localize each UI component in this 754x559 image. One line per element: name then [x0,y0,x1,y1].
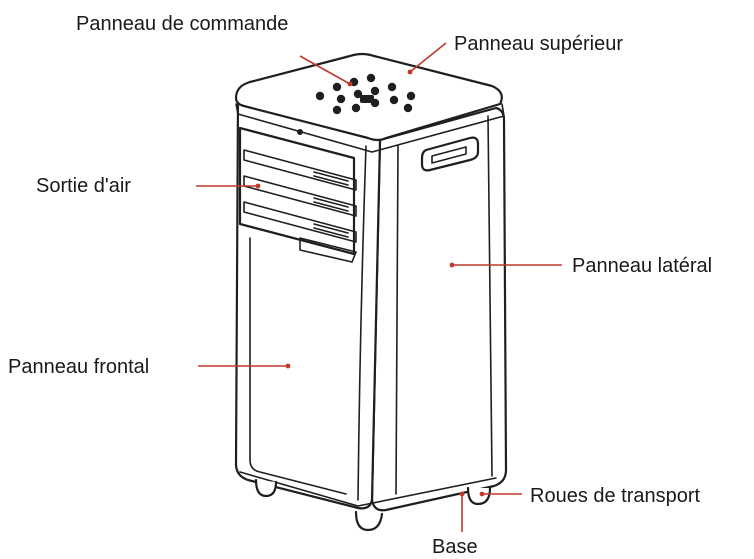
label-top-panel: Panneau supérieur [454,33,623,55]
base-strip [239,471,497,507]
front-corner-edge [357,145,367,501]
label-base: Base [432,536,478,558]
leader-lines [196,42,562,532]
side-panel-shape [370,106,508,512]
air-outlet-louvres [238,126,357,263]
top-panel-rim [235,103,505,153]
control-buttons [315,73,416,115]
label-air-outlet: Sortie d'air [36,175,131,197]
side-inner-edge [395,145,399,495]
front-panel-lower-edge [249,237,347,495]
unit-illustration [234,52,508,532]
label-control-panel: Panneau de commande [76,13,288,35]
side-handle-inner [431,146,467,164]
label-front-panel: Panneau frontal [8,356,149,378]
transport-wheels [254,478,492,532]
label-transport-wheels: Roues de transport [530,485,701,507]
label-side-panel: Panneau latéral [572,255,712,277]
side-rear-edge [487,115,493,477]
sensor-dot [297,129,303,135]
